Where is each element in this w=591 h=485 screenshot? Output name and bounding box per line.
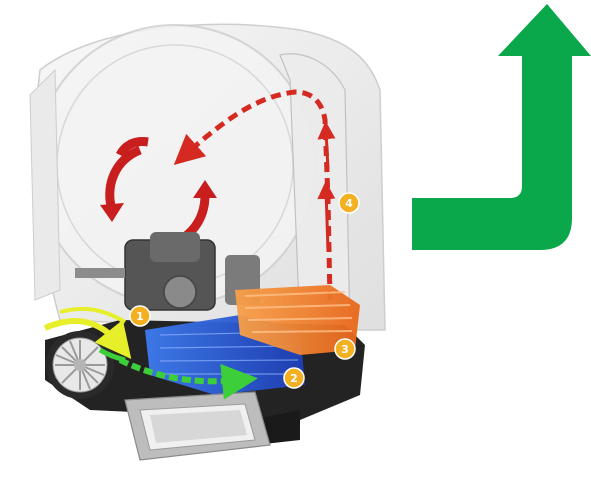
badge-4-label: 4 (345, 197, 353, 210)
badge-1: 1 (130, 306, 150, 326)
fan-icon (46, 331, 114, 399)
badge-3: 3 (335, 339, 355, 359)
badge-2-label: 2 (290, 372, 298, 385)
badge-3-label: 3 (341, 343, 349, 356)
badge-1-label: 1 (136, 310, 144, 323)
badge-4: 4 (339, 193, 359, 213)
green-up-return-arrow-icon (412, 4, 591, 250)
badge-2: 2 (284, 368, 304, 388)
air-duct (125, 392, 270, 460)
